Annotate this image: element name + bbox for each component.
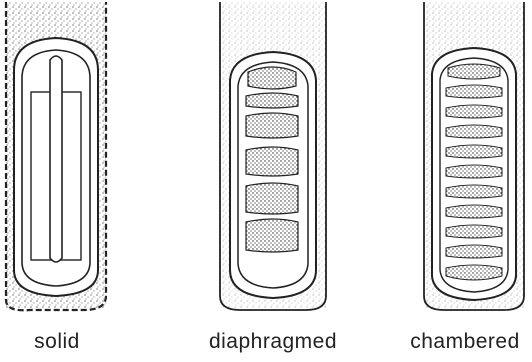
label-solid: solid: [34, 330, 80, 354]
label-chambered: chambered: [410, 330, 520, 354]
chambered-pith-drawing: [424, 2, 524, 310]
label-diaphragmed: diaphragmed: [209, 330, 337, 354]
solid-pith-drawing: [6, 2, 106, 310]
diaphragmed-pith-drawing: [220, 2, 326, 310]
